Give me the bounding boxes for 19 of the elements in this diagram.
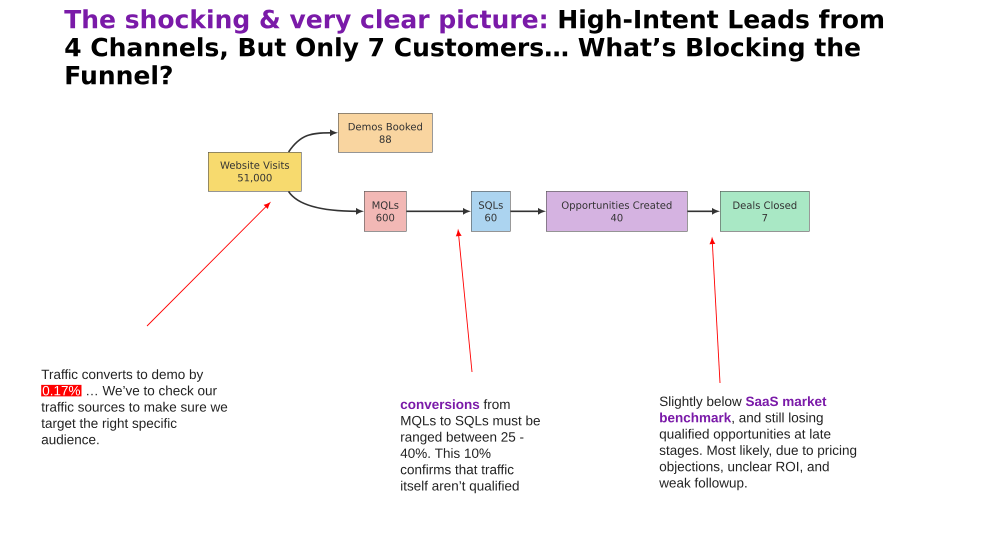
process-box: Opportunities Created 40 <box>546 191 688 232</box>
arrow <box>510 208 544 214</box>
title: The shocking & very clear picture: High-Intent Leads from 4 Channels, But Only 7 Customers… What’s Blocking the Funnel? <box>64 9 884 85</box>
annotation-text: Slightly below SaaS market benchmark, and still losing qualified opportunities at late stages. Most likely, due to pricing objections, unclear ROI, and weak followup. <box>659 396 856 490</box>
process-box: MQLs 600 <box>364 191 407 232</box>
arrow <box>288 130 336 152</box>
leader-line <box>456 230 472 372</box>
process-box: Website Visits 51,000 <box>208 152 302 192</box>
process-box: Deals Closed 7 <box>720 191 810 232</box>
arrow <box>288 191 362 214</box>
arrow <box>688 208 718 214</box>
arrow <box>406 208 469 214</box>
process-box: SQLs 60 <box>471 191 511 232</box>
annotation-text: conversions from MQLs to SQLs must be ranged between 25 - 40%. This 10% confirms that traffic itself aren’t qualified <box>400 399 540 494</box>
text-highlight: 0.17% <box>41 384 82 396</box>
annotation-text: Traffic converts to demo by 0.17% … We’ve to check our traffic sources to make sure we target the right specific audience. <box>41 369 228 444</box>
leader-line <box>146 202 270 326</box>
process-box: Demos Booked 88 <box>338 113 433 153</box>
leader-line <box>710 238 720 384</box>
